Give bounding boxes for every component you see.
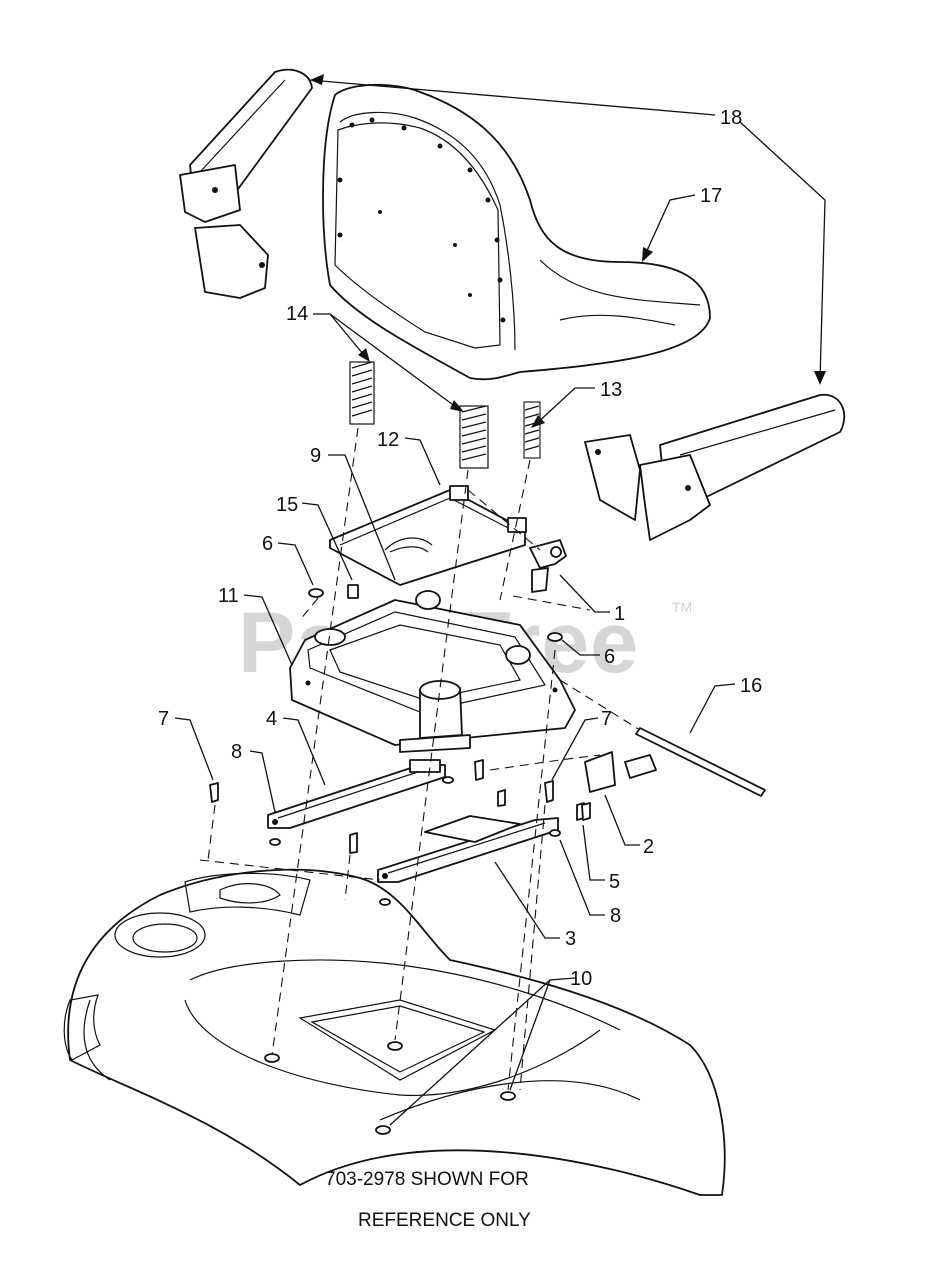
callout-12: 12 [377, 429, 399, 451]
slide-rail-3 [377, 815, 559, 883]
callout-5: 5 [609, 871, 620, 893]
leader-lines [174, 74, 826, 1126]
reference-note-line2: REFERENCE ONLY [358, 1210, 531, 1231]
callout-7-left: 7 [158, 708, 169, 730]
bolt-misc [349, 759, 585, 854]
callout-15: 15 [276, 494, 298, 516]
spring-right [523, 401, 541, 459]
seat-pan [329, 485, 527, 586]
bolt-15 [347, 584, 359, 599]
weld-nut-10 [264, 1041, 516, 1135]
bolt-6-left [308, 588, 324, 598]
bolt-7-left [209, 782, 219, 803]
callout-10: 10 [570, 968, 592, 990]
assembly-lines [199, 427, 641, 1091]
armrest-right [584, 394, 846, 541]
callout-11: 11 [218, 585, 239, 607]
armrest-left [179, 68, 313, 299]
seat-base [289, 590, 576, 753]
bolt-6-right [547, 632, 563, 642]
callout-14: 14 [286, 303, 308, 325]
callout-8-right: 8 [610, 905, 621, 927]
slide-rail-4 [267, 759, 446, 829]
callout-16: 16 [740, 675, 762, 697]
callout-1: 1 [614, 603, 625, 625]
callout-4: 4 [266, 708, 277, 730]
callout-9: 9 [310, 445, 321, 467]
callout-3: 3 [565, 928, 576, 950]
callout-6-left: 6 [262, 533, 273, 555]
nut-8 [269, 776, 561, 906]
callout-13: 13 [600, 379, 622, 401]
spring-center [459, 405, 489, 469]
callout-8-left: 8 [231, 741, 242, 763]
spring-left [349, 361, 375, 425]
callout-2: 2 [643, 836, 654, 858]
callout-18: 18 [720, 107, 742, 129]
fender-deck [63, 868, 726, 1196]
callouts: 18 17 14 13 12 9 15 6 1 11 6 16 7 4 7 8 … [158, 107, 762, 990]
rod-16 [635, 727, 766, 797]
reference-note-line1: 703-2978 SHOWN FOR [325, 1169, 529, 1190]
bolt-7-right [544, 780, 554, 803]
seat [322, 83, 711, 381]
callout-6-right: 6 [604, 646, 615, 668]
latch-bracket [529, 539, 567, 593]
callout-7-right: 7 [601, 708, 612, 730]
watermark-trademark: TM [672, 599, 692, 615]
callout-17: 17 [700, 185, 722, 207]
switch-bracket [581, 751, 657, 821]
